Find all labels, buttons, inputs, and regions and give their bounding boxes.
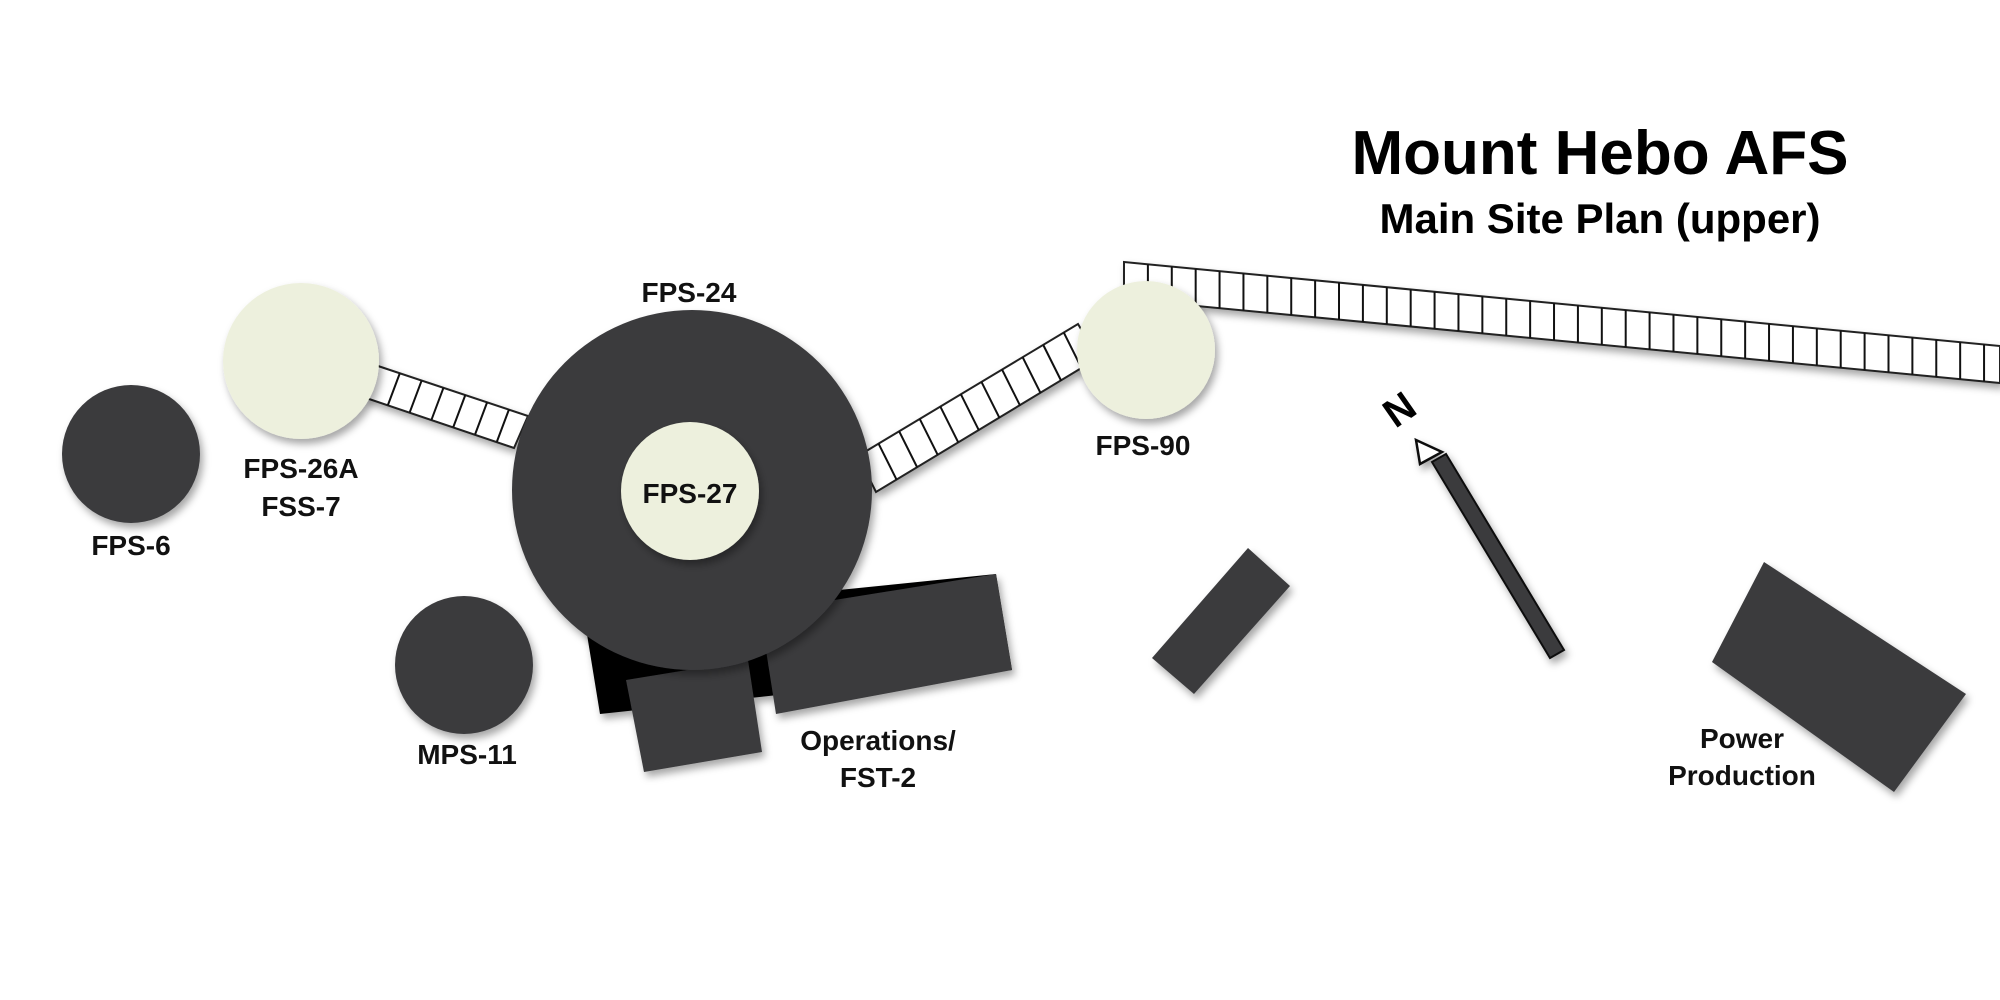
label-production: Production [1668, 760, 1816, 791]
label-fps26a: FPS-26A [243, 453, 359, 484]
fps27-pad [621, 422, 759, 560]
label-mps11: MPS-11 [417, 739, 517, 770]
walkway-slat [452, 394, 467, 428]
walkway-fps24-fps90 [856, 322, 1100, 494]
walkway-slat [939, 406, 960, 444]
label-operations: Operations/ [800, 725, 956, 756]
label-fss7: FSS-7 [261, 491, 341, 522]
walkway-slat [877, 443, 898, 481]
east-walkway [1123, 260, 2000, 385]
walkway-slat [386, 372, 401, 406]
walkway-slat [408, 380, 423, 413]
walkway-slat [430, 387, 445, 421]
label-fps27: FPS-27 [642, 478, 738, 509]
fps90-pad [1077, 281, 1215, 419]
walkway-fps26a-fps24 [364, 364, 530, 450]
power-production-building [1712, 562, 1966, 792]
page-title: Mount Hebo AFS [1351, 119, 1849, 188]
walkway-slat [918, 418, 939, 456]
walkway-slat [1021, 356, 1042, 394]
label-fst2: FST-2 [839, 762, 917, 793]
walkway-slat [495, 409, 510, 442]
fps26a-pad [223, 283, 379, 439]
label-fps6: FPS-6 [91, 530, 171, 561]
north-arrow [1414, 437, 1566, 660]
walkway-slat [474, 402, 489, 435]
walkway-fps26a-fps24-slats [386, 372, 510, 442]
label-power: Power [1699, 723, 1785, 754]
label-fps24: FPS-24 [641, 277, 737, 308]
walkway-slat [980, 381, 1001, 419]
walkway-slat [1042, 344, 1063, 382]
mps11-tower [395, 596, 533, 734]
walkway-slat [960, 393, 980, 431]
east-walkway-slats [1146, 264, 1986, 382]
fps6-tower [62, 385, 200, 523]
page-subtitle: Main Site Plan (upper) [1379, 195, 1821, 242]
label-fps90: FPS-90 [1095, 430, 1191, 461]
walkway-slat [898, 430, 919, 468]
small-building [1152, 548, 1290, 694]
walkway-slat [1001, 369, 1021, 407]
